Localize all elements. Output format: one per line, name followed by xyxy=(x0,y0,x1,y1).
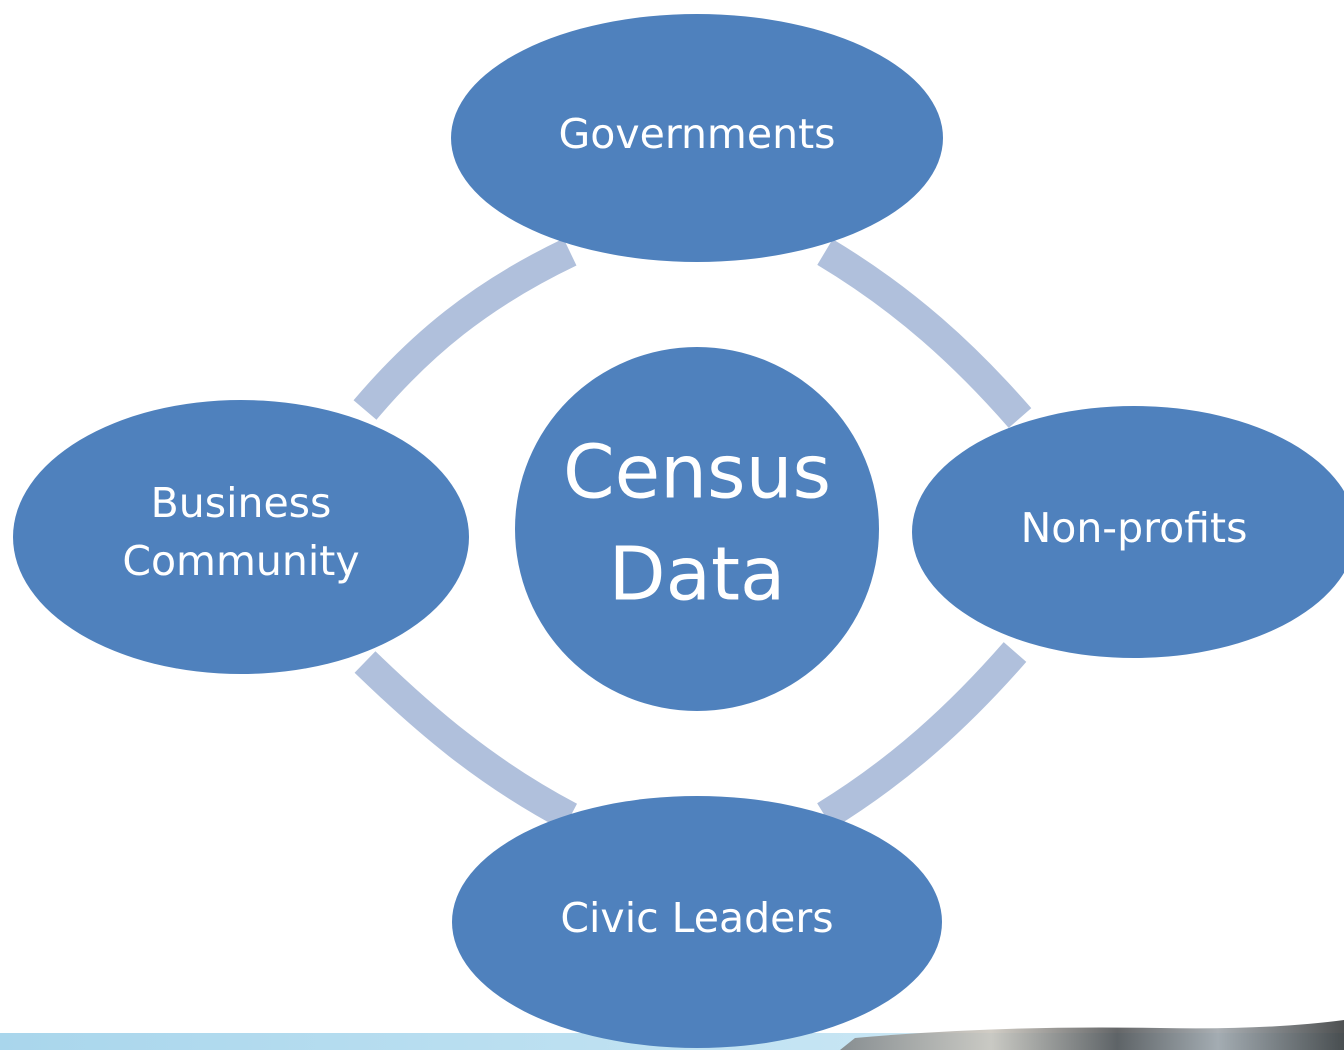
label-community: Community xyxy=(122,537,359,585)
connector-top-right xyxy=(817,239,1032,428)
nodes xyxy=(13,14,1344,1048)
label-governments: Governments xyxy=(558,110,835,158)
label-non-profits: Non-profits xyxy=(1021,504,1248,552)
label-census: Census xyxy=(563,430,831,516)
node-non-profits xyxy=(912,406,1344,658)
connector-top-left xyxy=(353,238,577,420)
node-business-community xyxy=(13,400,469,674)
connector-left-bottom xyxy=(354,651,578,831)
node-census-data xyxy=(515,347,879,711)
label-data: Data xyxy=(609,532,786,618)
node-governments xyxy=(451,14,943,262)
labels: Governments Non-profits Civic Leaders Bu… xyxy=(122,110,1247,942)
node-civic-leaders xyxy=(452,796,942,1048)
footer-photo-strip xyxy=(840,1020,1344,1050)
connector-right-bottom xyxy=(817,642,1027,829)
label-civic-leaders: Civic Leaders xyxy=(560,894,833,942)
connectors xyxy=(353,238,1032,831)
label-business: Business xyxy=(151,479,332,527)
